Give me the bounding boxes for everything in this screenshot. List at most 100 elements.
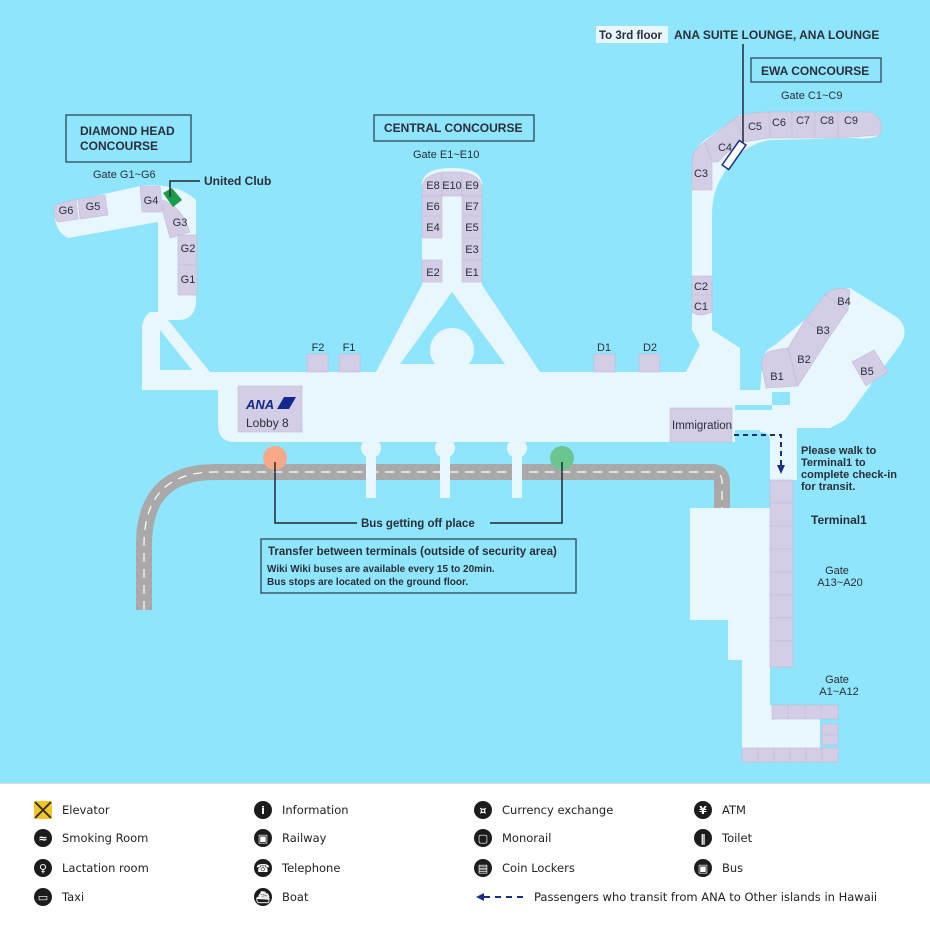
transit-note-3: complete check-in	[801, 469, 897, 481]
gate-label-c8: C8	[820, 115, 834, 127]
legend-label: Bus	[722, 861, 744, 875]
taxi-icon: ▭	[34, 888, 52, 906]
walkways	[54, 112, 905, 748]
legend-item-telephone: ☎Telephone	[254, 859, 340, 877]
gate-e9	[461, 171, 483, 197]
transit-note-2: Terminal1 to	[801, 457, 866, 469]
legend-label: Lactation room	[62, 861, 149, 875]
toilet-icon: ‖	[694, 829, 712, 847]
smoking-room-icon: ≈	[34, 829, 52, 847]
terminal1-gate-lower-2: A1~A12	[819, 686, 858, 698]
floor-note-bg	[596, 26, 668, 43]
legend-item-currency: ¤ Currency exchange	[474, 801, 613, 819]
legend-label: Railway	[282, 831, 327, 845]
legend-transit-label: Passengers who transit from ANA to Other…	[534, 890, 878, 904]
bus-leader-left	[274, 462, 357, 524]
gate-label-c5: C5	[748, 121, 762, 133]
transit-legend-line-icon	[476, 893, 526, 901]
united-club-label: United Club	[204, 174, 271, 188]
legend-item-lactation: ♀Lactation room	[34, 859, 149, 877]
legend-item-lockers: ▤ Coin Lockers	[474, 859, 575, 877]
transit-note-4: for transit.	[801, 481, 855, 493]
bus-stop-green[interactable]	[550, 446, 574, 470]
united-club-marker	[163, 188, 182, 207]
telephone-icon: ☎	[254, 859, 272, 877]
gate-label-b4: B4	[837, 296, 850, 308]
gate-label-g1: G1	[181, 274, 196, 286]
legend-label: ATM	[722, 803, 746, 817]
terminal1-gate-upper-1: Gate	[825, 565, 849, 577]
gate-label-g2: G2	[181, 243, 196, 255]
atm-icon: ¥	[694, 801, 712, 819]
gate-label-c1: C1	[694, 301, 708, 313]
diamond-head-title-box	[65, 114, 192, 163]
information-icon: i	[254, 801, 272, 819]
gate-label-c4: C4	[718, 142, 732, 154]
gate-labels: G6 G5 G4 G3 G2 G1 E8 E10 E9 E6 E7 E4 E5 …	[59, 115, 874, 383]
floor-note: To 3rd floor	[599, 30, 663, 42]
boat-icon: ⛴	[254, 888, 272, 906]
legend-label: Information	[282, 803, 349, 817]
transfer-line-2: Bus stops are located on the ground floo…	[267, 577, 468, 588]
legend-item-toilet: ‖ Toilet	[694, 829, 752, 847]
transfer-title: Transfer between terminals (outside of s…	[268, 546, 557, 558]
united-club-leader	[169, 180, 200, 197]
gate-label-e9: E9	[465, 180, 478, 192]
legend-item-boat: ⛴Boat	[254, 888, 308, 906]
bus-stop-orange[interactable]	[263, 446, 287, 470]
gate-label-f2: F2	[312, 342, 325, 354]
legend-item-transit: Passengers who transit from ANA to Other…	[476, 890, 877, 904]
gate-label-g3: G3	[173, 217, 188, 229]
coin-lockers-icon: ▤	[474, 859, 492, 877]
diamond-head-title-2: CONCOURSE	[80, 139, 158, 153]
immigration-label: Immigration	[672, 420, 732, 432]
road	[136, 464, 730, 610]
railway-icon: ▣	[254, 829, 272, 847]
transfer-line-1: Wiki Wiki buses are available every 15 t…	[267, 564, 495, 575]
legend-item-bus: ▣ Bus	[694, 859, 743, 877]
gate-g6	[53, 198, 79, 223]
legend-item-taxi: ▭ Taxi	[34, 888, 84, 906]
gates	[53, 111, 889, 763]
legend-item-information: i Information	[254, 801, 349, 819]
gate-label-e4: E4	[426, 222, 439, 234]
gate-label-e10: E10	[442, 180, 462, 192]
legend-label: Coin Lockers	[502, 861, 575, 875]
gate-label-c7: C7	[796, 115, 810, 127]
ana-lobby[interactable]: ANA Lobby 8	[245, 397, 296, 430]
gate-label-d1: D1	[597, 342, 611, 354]
airport-map: DIAMOND HEAD CONCOURSE Gate G1~G6 United…	[0, 0, 930, 783]
ewa-title-box	[750, 57, 882, 83]
legend-item-atm: ¥ ATM	[694, 801, 746, 819]
legend-label: Toilet	[722, 831, 753, 845]
gate-label-e5: E5	[465, 222, 478, 234]
gate-label-g6: G6	[59, 205, 74, 217]
legend-item-elevator: Elevator	[34, 801, 110, 819]
gate-g3	[162, 199, 191, 239]
legend-item-smoking: ≈ Smoking Room	[34, 829, 148, 847]
ewa-gate-range: Gate C1~C9	[781, 90, 842, 102]
gate-label-e3: E3	[465, 244, 478, 256]
gate-label-g5: G5	[86, 201, 101, 213]
gate-label-c9: C9	[844, 115, 858, 127]
legend-label: Currency exchange	[502, 803, 614, 817]
bus-icon: ▣	[694, 859, 712, 877]
monorail-icon: ▢	[474, 829, 492, 847]
gate-g5	[77, 194, 109, 220]
gate-label-c3: C3	[694, 168, 708, 180]
diamond-head-title-1: DIAMOND HEAD	[80, 124, 175, 138]
transit-path	[734, 434, 782, 468]
currency-exchange-icon: ¤	[474, 801, 492, 819]
terminal1-gate-upper-2: A13~A20	[817, 577, 863, 589]
central-title: CENTRAL CONCOURSE	[384, 121, 522, 135]
legend-item-monorail: ▢ Monorail	[474, 829, 551, 847]
gate-label-f1: F1	[343, 342, 356, 354]
legend-label: Smoking Room	[62, 831, 149, 845]
gate-label-g4: G4	[144, 195, 159, 207]
gate-g1	[177, 264, 198, 296]
gate-label-e2: E2	[426, 267, 439, 279]
legend-label: Monorail	[502, 831, 552, 845]
central-title-box	[373, 114, 535, 142]
legend-label: Taxi	[62, 890, 85, 904]
bus-getting-off-label: Bus getting off place	[361, 518, 475, 530]
